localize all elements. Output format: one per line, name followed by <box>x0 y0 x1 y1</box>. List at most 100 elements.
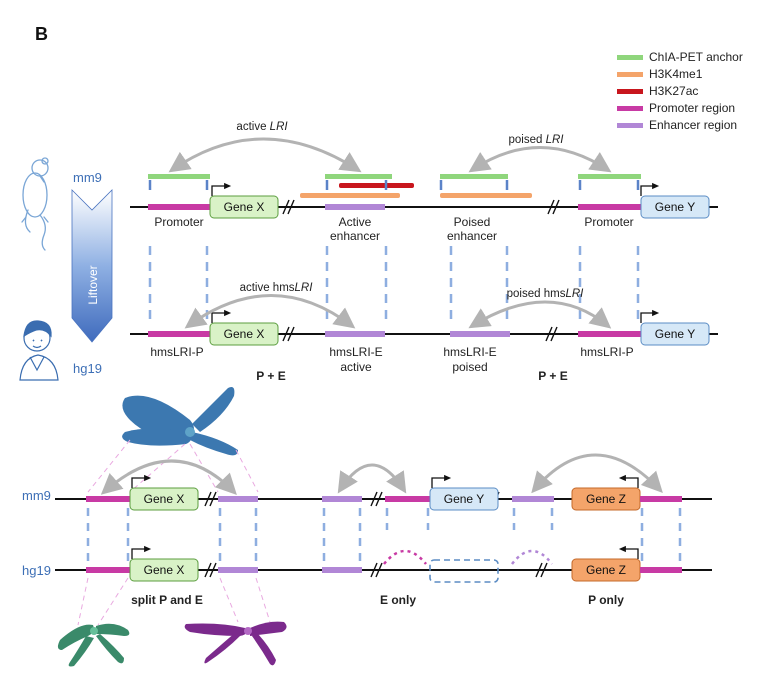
gene-y-box <box>640 322 710 346</box>
legend-h3k27ac-swatch <box>617 89 643 94</box>
gene-x-label: Gene X <box>144 492 185 506</box>
chromosome-link-lines <box>77 577 271 626</box>
break-mark <box>204 562 548 578</box>
top-mm9-track: Gene X Gene Y Promoter Active enhancer P… <box>130 174 718 243</box>
legend-h3k4me1-label: H3K4me1 <box>649 67 703 81</box>
active-hmslri-label: active hmsLRI <box>240 282 314 294</box>
promoter-region <box>86 496 130 502</box>
species-hg19-top: hg19 <box>73 361 102 376</box>
poised-enhancer-label: Poised <box>454 215 491 229</box>
gene-z-label: Gene Z <box>586 492 626 506</box>
legend-h3k27ac-label: H3K27ac <box>649 84 698 98</box>
p-plus-e-label: P + E <box>538 369 567 383</box>
enhancer-region <box>450 331 510 337</box>
human-icon <box>19 320 59 381</box>
interaction-arc <box>531 453 663 494</box>
legend-chia-pet-label: ChIA-PET anchor <box>649 50 743 64</box>
legend-enhancer-swatch <box>617 123 643 128</box>
enhancer-region <box>512 496 554 502</box>
e-only-label: E only <box>380 593 416 607</box>
active-lri-label: active LRI <box>236 121 288 133</box>
chia-pet-anchor <box>578 174 641 179</box>
missing-promoter-mark <box>383 549 427 565</box>
promoter-label: Promoter <box>584 215 633 229</box>
tss-arrow <box>618 545 639 559</box>
break-mark <box>282 326 558 342</box>
active-enhancer-label: Active <box>339 215 372 229</box>
poised-hmslri-arc <box>468 300 612 329</box>
promoter-region <box>578 204 641 210</box>
enhancer-region <box>322 567 362 573</box>
gene-x-box <box>209 195 279 219</box>
break-mark <box>282 199 560 215</box>
interaction-arc <box>100 459 237 496</box>
gene-z-label: Gene Z <box>586 563 626 577</box>
legend-chia-pet-swatch <box>617 55 643 60</box>
poised-lri-arc <box>468 146 612 173</box>
tss-arrow <box>131 545 152 559</box>
gene-y-box <box>640 195 710 219</box>
gene-x-label: Gene X <box>144 563 185 577</box>
enhancer-region <box>325 331 385 337</box>
enhancer-region <box>218 567 258 573</box>
gene-y-label: Gene Y <box>655 200 695 214</box>
p-only-label: P only <box>588 593 624 607</box>
promoter-region <box>148 331 210 337</box>
p-plus-e-label: P + E <box>256 369 285 383</box>
active-enhancer-label: enhancer <box>330 229 380 243</box>
bottom-hg19-track: Gene X Gene Z <box>55 545 712 583</box>
legend-enhancer-label: Enhancer region <box>649 118 737 132</box>
tss-arrow <box>431 474 452 488</box>
poised-enhancer-label: enhancer <box>447 229 497 243</box>
missing-gene-box <box>429 559 499 583</box>
legend-promoter-swatch <box>617 106 643 111</box>
mouse-icon <box>21 157 49 251</box>
species-mm9-bottom: mm9 <box>22 488 51 503</box>
blue-chromosome-icon <box>122 387 238 456</box>
tss-arrow <box>618 474 639 488</box>
liftover-arrow: Liftover <box>71 189 113 343</box>
promoter-region <box>578 331 641 337</box>
missing-enhancer-mark <box>511 549 553 565</box>
hmslri-e-poised-label: poised <box>452 360 487 374</box>
panel-letter: B <box>35 24 48 44</box>
active-hmslri-arc <box>184 294 356 329</box>
top-hg19-track: Gene X Gene Y hmsLRI-P hmsLRI-E active h… <box>130 309 718 383</box>
liftover-label: Liftover <box>86 265 100 304</box>
hmslri-e-active-label: active <box>340 360 372 374</box>
purple-chromosome-icon <box>184 621 287 666</box>
gene-x-label: Gene X <box>224 327 265 341</box>
promoter-region <box>148 204 210 210</box>
hmslri-p-label: hmsLRI-P <box>150 345 203 359</box>
enhancer-region <box>218 496 258 502</box>
green-chromosome-icon <box>57 623 130 667</box>
tss-arrow <box>640 309 660 323</box>
tss-arrow <box>211 182 232 196</box>
liftover-connectors <box>86 508 682 562</box>
hmslri-e-poised-label: hmsLRI-E <box>443 345 496 359</box>
enhancer-region <box>322 496 362 502</box>
tss-arrow <box>211 309 232 323</box>
species-hg19-bottom: hg19 <box>22 563 51 578</box>
enhancer-region <box>325 204 385 210</box>
hmslri-p-label: hmsLRI-P <box>580 345 633 359</box>
hmslri-e-active-label: hmsLRI-E <box>329 345 382 359</box>
tss-arrow <box>131 474 152 488</box>
poised-lri-label: poised LRI <box>509 134 565 146</box>
poised-hmslri-label: poised hmsLRI <box>507 288 585 300</box>
anchor-ticks <box>148 180 640 190</box>
legend: ChIA-PET anchor H3K4me1 H3K27ac Promoter… <box>617 50 743 132</box>
h3k27ac-mark <box>339 183 414 188</box>
legend-h3k4me1-swatch <box>617 72 643 77</box>
promoter-label: Promoter <box>154 215 203 229</box>
chia-pet-anchor <box>148 174 210 179</box>
gene-y-label: Gene Y <box>655 327 695 341</box>
promoter-region <box>86 567 130 573</box>
gene-y-box <box>429 487 499 511</box>
h3k4me1-mark <box>440 193 532 198</box>
legend-promoter-label: Promoter region <box>649 101 735 115</box>
species-mm9-top: mm9 <box>73 170 102 185</box>
promoter-region <box>640 496 682 502</box>
promoter-region <box>385 496 430 502</box>
gene-y-label: Gene Y <box>444 492 484 506</box>
